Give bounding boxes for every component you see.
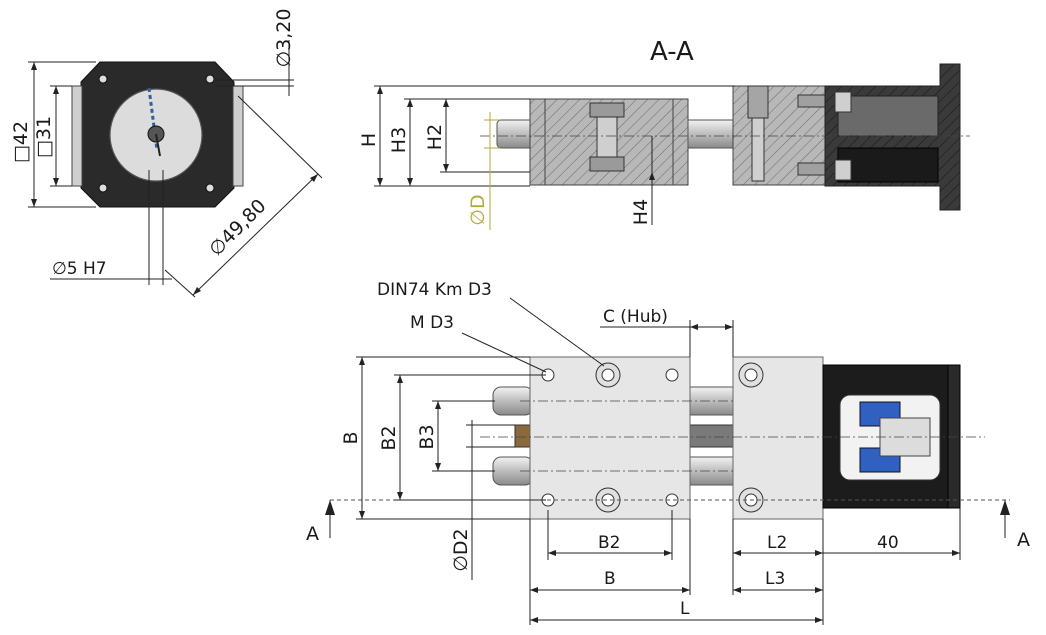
label-h2: H2 (424, 124, 446, 150)
label-b2-bottom: B2 (598, 533, 620, 553)
label-dia-d: ∅D (467, 194, 489, 225)
label-l3: L3 (765, 569, 785, 589)
label-dia-d2: ∅D2 (450, 528, 472, 571)
label-h3: H3 (388, 127, 410, 153)
label-l2: L2 (767, 533, 787, 553)
label-din74: DIN74 Km D3 (377, 280, 492, 300)
label-square-42: □42 (10, 121, 32, 163)
label-a-left: A (306, 523, 319, 545)
label-b-bottom: B (604, 569, 616, 589)
label-dia-320: ∅3,20 (273, 9, 295, 68)
label-b3: B3 (416, 424, 438, 449)
top-view: B B2 B3 ∅D2 A A M D3 DIN74 Km D3 (306, 280, 1030, 625)
label-a-right: A (1017, 529, 1030, 551)
label-forty: 40 (877, 533, 899, 553)
label-dia-5h7: ∅5 H7 (52, 259, 107, 279)
label-m-d3: M D3 (410, 313, 454, 333)
label-h: H (358, 133, 380, 147)
front-view: □42 □31 ∅3,20 ∅5 H7 ∅49,80 (10, 9, 323, 298)
section-motor-flange (824, 63, 961, 211)
label-square-31: □31 (33, 116, 55, 158)
label-l: L (680, 599, 690, 619)
section-title: A-A (650, 37, 694, 67)
label-b2: B2 (378, 425, 400, 450)
label-b: B (340, 431, 362, 444)
section-view-aa: A-A H H3 (358, 37, 970, 230)
label-c-hub: C (Hub) (603, 307, 668, 327)
label-h4: H4 (630, 199, 652, 225)
